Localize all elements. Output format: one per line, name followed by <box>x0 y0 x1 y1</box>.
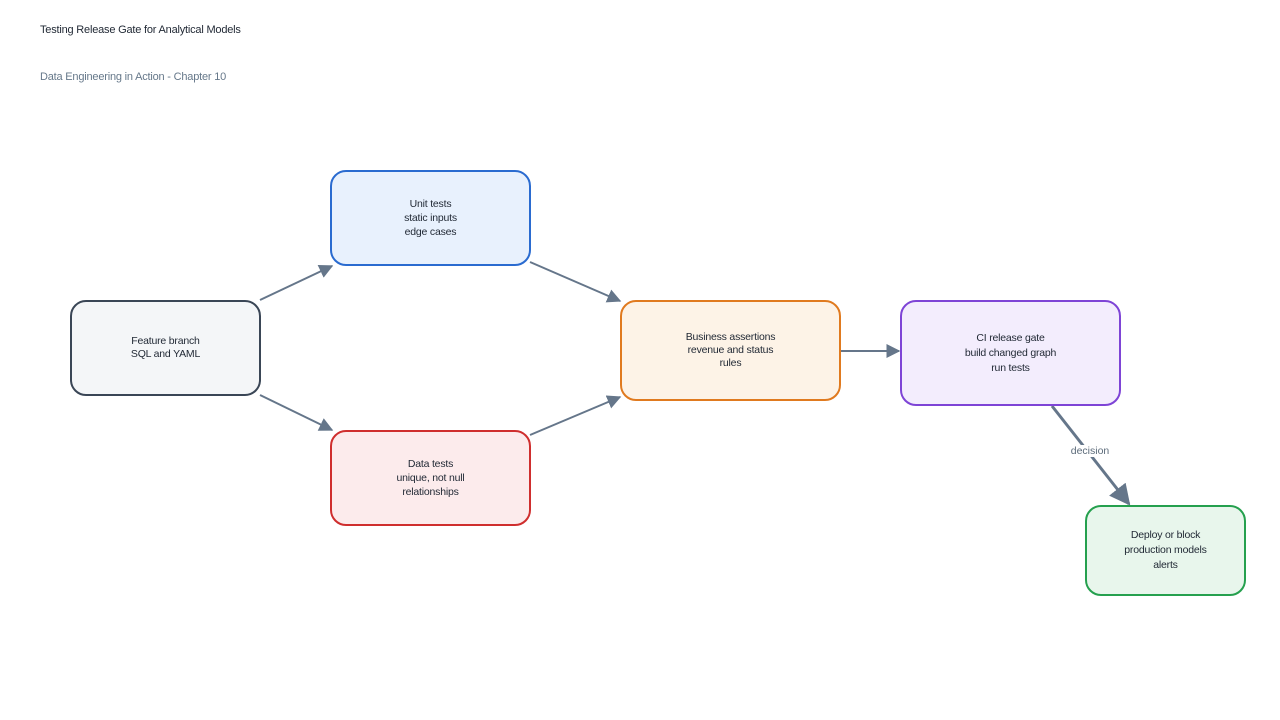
node-unit-tests-line-1: Unit tests <box>409 198 452 210</box>
node-business-assertions-line-3: rules <box>719 357 742 369</box>
edge-data-to-business <box>529 395 622 436</box>
node-deploy-or-block-line-2: production models <box>1124 544 1207 556</box>
edge-feature-to-unit <box>259 265 334 301</box>
node-ci-release-gate: CI release gate build changed graph run … <box>900 300 1121 406</box>
node-feature-branch-line-1: Feature branch <box>131 335 200 347</box>
node-deploy-or-block-line-3: alerts <box>1153 559 1178 571</box>
node-deploy-or-block-line-1: Deploy or block <box>1130 529 1201 541</box>
edge-label-decision: decision <box>1050 445 1130 457</box>
page-title: Testing Release Gate for Analytical Mode… <box>40 24 241 36</box>
node-unit-tests-line-3: edge cases <box>404 226 457 238</box>
node-business-assertions-line-2: revenue and status <box>687 344 774 356</box>
node-deploy-or-block: Deploy or block production models alerts <box>1085 505 1246 596</box>
node-data-tests-line-2: unique, not null <box>396 472 465 484</box>
node-business-assertions: Business assertions revenue and status r… <box>620 300 841 401</box>
node-unit-tests: Unit tests static inputs edge cases <box>330 170 531 266</box>
node-business-assertions-line-1: Business assertions <box>685 331 776 343</box>
node-data-tests-line-3: relationships <box>402 486 459 498</box>
edge-unit-to-business <box>529 261 622 303</box>
node-ci-release-gate-line-2: build changed graph <box>964 346 1057 359</box>
node-feature-branch: Feature branch SQL and YAML <box>70 300 261 396</box>
node-ci-release-gate-line-1: CI release gate <box>976 331 1045 344</box>
edge-feature-to-data <box>259 394 334 431</box>
page-subtitle: Data Engineering in Action - Chapter 10 <box>40 71 227 83</box>
node-data-tests: Data tests unique, not null relationship… <box>330 430 531 526</box>
node-ci-release-gate-line-3: run tests <box>991 361 1030 374</box>
node-feature-branch-line-2: SQL and YAML <box>130 348 201 360</box>
node-unit-tests-line-2: static inputs <box>404 212 457 224</box>
node-data-tests-line-1: Data tests <box>407 458 454 470</box>
